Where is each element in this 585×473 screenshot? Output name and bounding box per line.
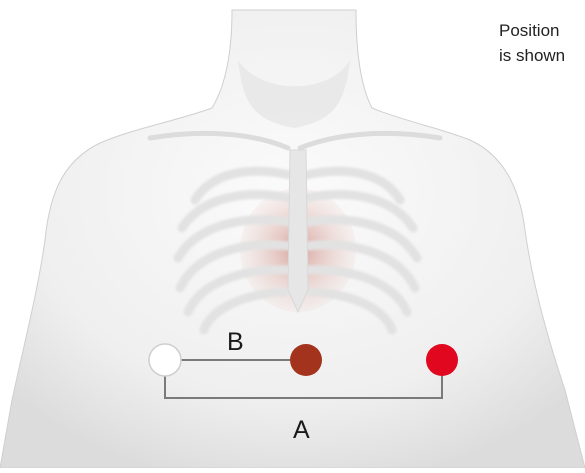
caption-line-1: Position (499, 18, 565, 43)
brown-electrode (290, 344, 322, 376)
sternum (288, 150, 308, 312)
caption-line-2: is shown (499, 43, 565, 68)
label-b: B (227, 328, 244, 356)
red-electrode (426, 344, 458, 376)
caption: Position is shown (499, 18, 565, 68)
label-a: A (293, 416, 310, 444)
white-electrode (149, 344, 181, 376)
